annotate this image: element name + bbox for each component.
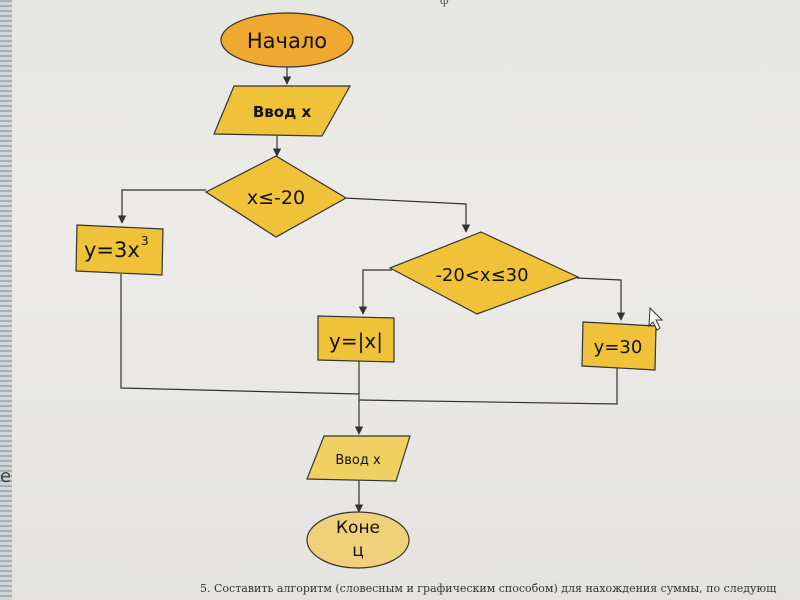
top-text-fragment: ф [440, 0, 449, 7]
process-right: y=30 [581, 321, 657, 371]
end-terminal: Коне ц [306, 511, 410, 569]
arrow-decision1-yes [117, 189, 206, 224]
input-top: Ввод x [213, 85, 352, 137]
arrow-decision2-yes [358, 269, 392, 315]
start-terminal: Начало [220, 12, 354, 68]
process-left-exponent: 3 [141, 234, 149, 248]
process-mid: y=|x| [317, 315, 395, 363]
decision-2: -20<x≤30 [388, 231, 580, 315]
decision-1: x≤-20 [204, 155, 348, 238]
input-top-label: Ввод x [253, 103, 312, 121]
process-left-label: y=3x [84, 238, 140, 262]
connectors [117, 66, 626, 513]
input-bottom-label: Ввод x [335, 453, 381, 468]
process-mid-label: y=|x| [329, 329, 383, 353]
end-label-line2: ц [352, 541, 364, 561]
input-bottom: Ввод x [306, 435, 411, 482]
arrow-decision2-no [576, 277, 626, 321]
process-left: y=3x 3 [75, 224, 164, 276]
end-label-line1: Коне [336, 518, 380, 538]
decision-2-label: -20<x≤30 [435, 265, 528, 286]
line-right-merge [358, 368, 618, 405]
left-edge-glyph: e [0, 466, 12, 487]
left-window-edge [0, 0, 12, 600]
decision-1-label: x≤-20 [247, 187, 305, 209]
bottom-caption: 5. Составить алгоритм (словесным и графи… [200, 582, 777, 595]
mouse-cursor-icon [648, 306, 664, 331]
line-left-merge [120, 274, 360, 395]
process-right-label: y=30 [594, 337, 643, 358]
start-label: Начало [247, 29, 327, 53]
arrow-decision1-no [343, 197, 471, 233]
